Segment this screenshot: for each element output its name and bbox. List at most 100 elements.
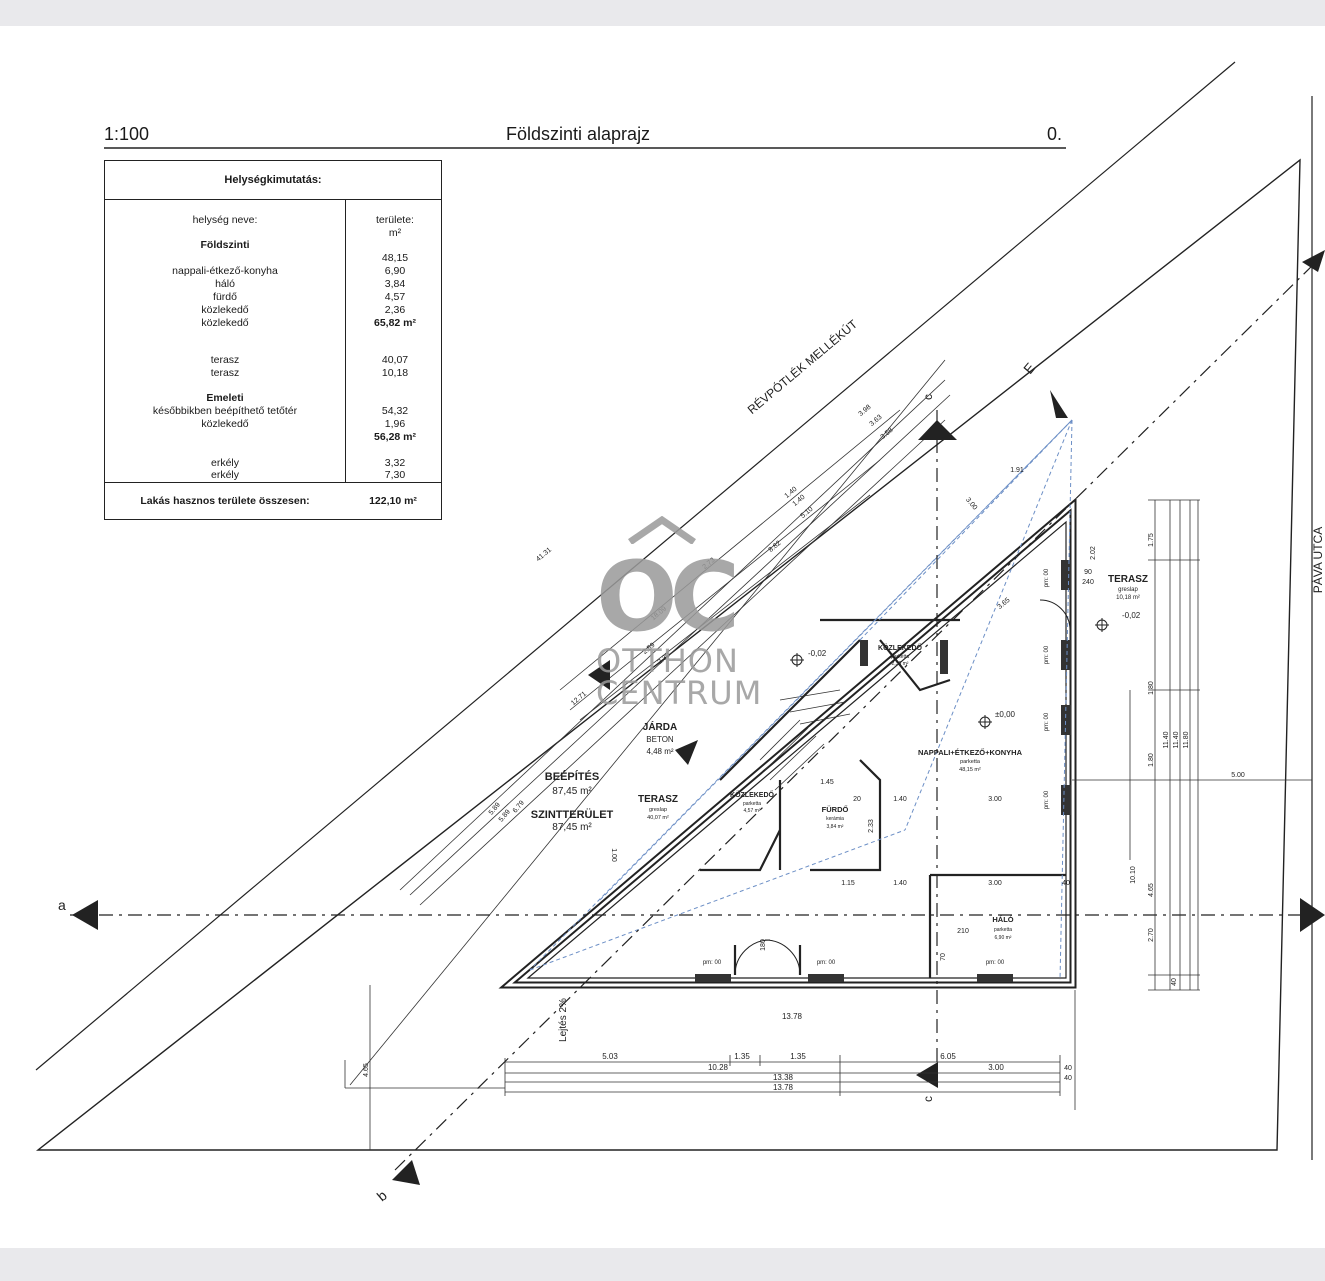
room-row: erkély: [210, 469, 239, 481]
svg-text:10.28: 10.28: [708, 1063, 729, 1072]
svg-text:6.79: 6.79: [512, 799, 526, 814]
svg-text:-0,02: -0,02: [1122, 611, 1141, 620]
svg-text:1.35: 1.35: [734, 1052, 750, 1061]
svg-text:5.03: 5.03: [602, 1052, 618, 1061]
logo-line1: OTTHON: [596, 642, 739, 680]
svg-text:240: 240: [1082, 579, 1094, 586]
svg-text:±0,00: ±0,00: [995, 710, 1016, 719]
area-value: 1,96: [384, 418, 406, 430]
room-kozlekedo-1: KÖZLEKEDŐ: [878, 643, 923, 652]
section-b-label: b: [374, 1187, 390, 1204]
svg-text:40: 40: [1064, 1065, 1072, 1072]
upper-heading: Emeleti: [206, 392, 244, 404]
area-value: 3,32: [384, 457, 406, 469]
col-area-unit: m²: [388, 227, 402, 239]
section-c-top: c: [921, 394, 935, 400]
svg-text:10.10: 10.10: [1130, 866, 1137, 884]
svg-text:pm: 00: pm: 00: [1044, 790, 1050, 809]
svg-text:40,07 m²: 40,07 m²: [647, 815, 669, 821]
room-row: erkély: [210, 457, 239, 469]
area-value: 48,15: [381, 252, 409, 264]
svg-text:pm: 00: pm: 00: [1044, 712, 1050, 731]
svg-text:87,45 m²: 87,45 m²: [552, 786, 592, 797]
svg-text:13.38: 13.38: [773, 1073, 794, 1082]
svg-text:2,36 m²: 2,36 m²: [892, 661, 909, 667]
svg-text:20: 20: [853, 796, 861, 803]
svg-text:4,48 m²: 4,48 m²: [646, 747, 673, 756]
page-title: Földszinti alaprajz: [506, 124, 651, 144]
svg-text:4.65: 4.65: [363, 1063, 370, 1077]
svg-text:3.00: 3.00: [988, 880, 1002, 887]
svg-text:1.35: 1.35: [790, 1052, 806, 1061]
drawing-sheet: [0, 26, 1325, 1248]
svg-text:40: 40: [1171, 978, 1178, 986]
svg-text:pm: 00: pm: 00: [1044, 568, 1050, 587]
svg-text:4,57 m²: 4,57 m²: [744, 808, 761, 814]
room-row: későbbikben beépíthető tetőtér: [152, 405, 298, 417]
svg-text:12.71: 12.71: [570, 690, 588, 707]
svg-text:5.10: 5.10: [800, 506, 815, 520]
svg-text:5.89: 5.89: [498, 808, 512, 823]
ground-heading: Földszinti: [200, 239, 250, 251]
room-row: terasz: [210, 354, 240, 366]
svg-text:41.31: 41.31: [535, 546, 553, 563]
svg-text:pm: 00: pm: 00: [817, 960, 836, 966]
svg-text:5.89: 5.89: [488, 801, 502, 816]
logo-mark: OC: [596, 541, 740, 653]
sheet-number: 0.: [1047, 124, 1063, 144]
svg-text:BETON: BETON: [646, 735, 674, 744]
room-furdo: FÜRDŐ: [822, 805, 849, 814]
area-value: 40,07: [381, 354, 409, 366]
area-value: 3,84: [384, 278, 406, 290]
svg-text:1.75: 1.75: [1148, 533, 1155, 547]
svg-text:90: 90: [1084, 569, 1092, 576]
street-label: RÉVPÓTLÉK MELLÉKÚT: [744, 316, 860, 417]
svg-text:6,90 m²: 6,90 m²: [995, 935, 1012, 941]
room-schedule-table: Helységkimutatás: helység neve: területe…: [104, 160, 442, 520]
svg-text:2.33: 2.33: [868, 819, 875, 833]
section-b-line: [394, 257, 1321, 1171]
svg-text:2.02: 2.02: [1090, 546, 1097, 560]
svg-text:1.00: 1.00: [610, 848, 617, 862]
svg-text:1.40: 1.40: [893, 796, 907, 803]
svg-text:greslap: greslap: [1118, 587, 1138, 593]
area-value: 6,90: [384, 265, 406, 277]
ground-total: 65,82 m²: [373, 317, 417, 329]
room-row: közlekedő: [201, 304, 249, 316]
svg-text:2.70: 2.70: [1148, 928, 1155, 942]
total-label: Lakás hasznos területe összesen:: [140, 495, 310, 507]
svg-text:1.80: 1.80: [1148, 681, 1155, 695]
svg-text:parketta: parketta: [960, 759, 981, 765]
room-living: NAPPALI+ÉTKEZŐ+KONYHA: [918, 748, 1023, 757]
svg-text:3,84 m²: 3,84 m²: [827, 824, 844, 830]
section-e-label: E: [1020, 359, 1038, 376]
svg-text:11.40: 11.40: [1173, 731, 1180, 748]
area-value: 7,30: [384, 469, 406, 481]
svg-text:1.40: 1.40: [792, 494, 807, 508]
section-a-label: a: [58, 897, 66, 913]
svg-text:1.45: 1.45: [820, 779, 834, 786]
area-value: 4,57: [384, 291, 406, 303]
svg-text:pm: 00: pm: 00: [986, 960, 1005, 966]
svg-text:1.40: 1.40: [893, 880, 907, 887]
col-name-header: helység neve:: [192, 214, 258, 226]
svg-text:parketta: parketta: [743, 801, 761, 807]
room-jarda: JÁRDA: [643, 720, 677, 733]
svg-text:180: 180: [760, 939, 767, 951]
svg-text:3.98: 3.98: [858, 404, 873, 418]
area-value: 54,32: [381, 405, 409, 417]
room-terasz-ne: TERASZ: [1108, 574, 1148, 585]
area-value: 10,18: [381, 367, 409, 379]
area-value: 2,36: [384, 304, 406, 316]
svg-text:48,15 m²: 48,15 m²: [959, 767, 981, 773]
slope-label: Lejtés 2%: [558, 998, 569, 1042]
room-row: fürdő: [213, 291, 237, 303]
svg-text:70: 70: [940, 953, 947, 961]
room-halo: HÁLÓ: [992, 915, 1013, 924]
szintterulet-label: SZINTTERÜLET: [531, 808, 614, 821]
section-c-bottom: c: [921, 1096, 935, 1102]
svg-text:pm: 00: pm: 00: [1044, 645, 1050, 664]
beepites-label: BEÉPÍTÉS: [545, 770, 599, 783]
svg-text:3.00: 3.00: [964, 497, 978, 512]
